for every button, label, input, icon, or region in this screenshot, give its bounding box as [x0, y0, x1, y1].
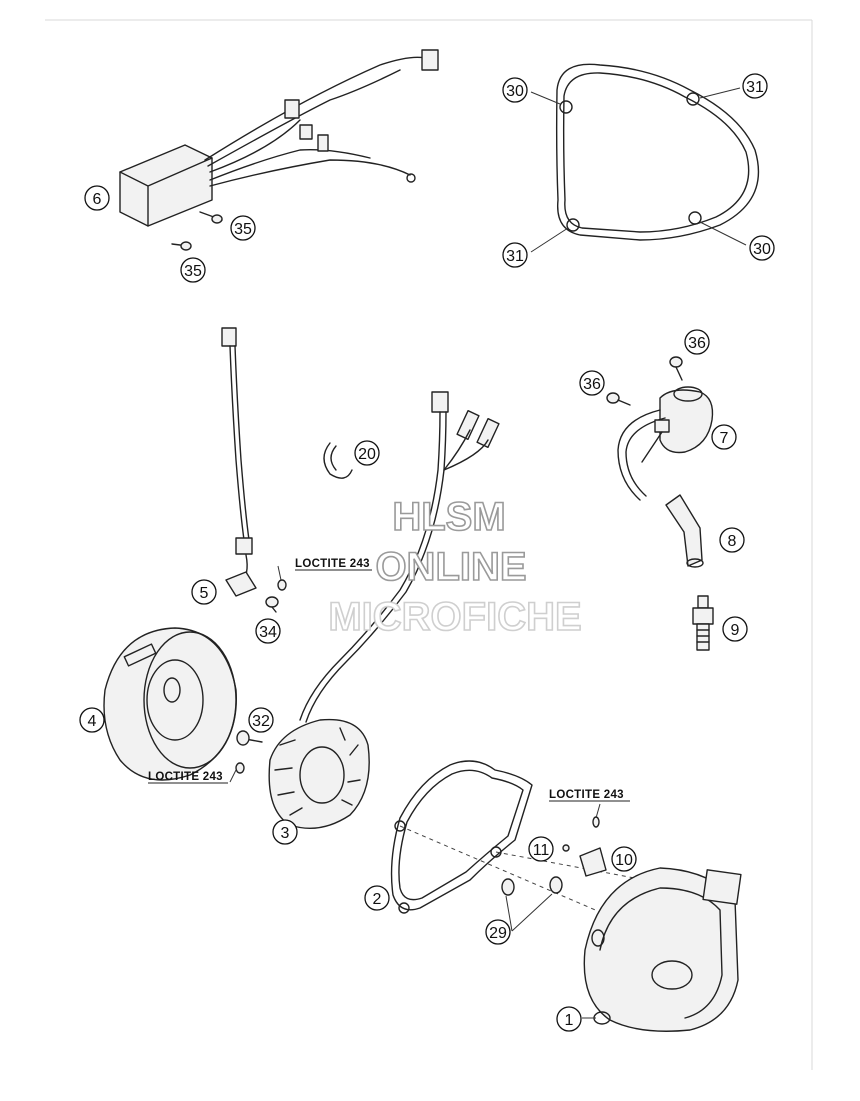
- alignment-line-b: [495, 851, 646, 881]
- spark-plug-part: [692, 595, 714, 651]
- leader-30b: [699, 221, 747, 246]
- callout-35-lower: 35: [180, 257, 206, 283]
- callout-35-upper: 35: [230, 215, 256, 241]
- callout-11: 11: [528, 836, 554, 862]
- callout-3: 3: [272, 819, 298, 845]
- cover-gasket-part: [390, 760, 533, 914]
- callout-8: 8: [719, 527, 745, 553]
- callout-7: 7: [711, 424, 737, 450]
- svg-text:34: 34: [259, 624, 277, 641]
- svg-text:5: 5: [200, 585, 209, 602]
- callout-31-top: 31: [742, 73, 768, 99]
- svg-text:4: 4: [88, 713, 97, 730]
- leader-29-b: [511, 893, 553, 932]
- clamp-part: [323, 442, 353, 479]
- svg-text:35: 35: [184, 263, 202, 280]
- screw-36-left: [606, 392, 631, 406]
- screw-35-lower: [171, 241, 192, 251]
- pickup-sensor-part: [221, 327, 257, 597]
- svg-text:30: 30: [753, 241, 771, 258]
- svg-text:1: 1: [565, 1012, 574, 1029]
- svg-text:30: 30: [506, 83, 524, 100]
- callout-32: 32: [248, 707, 274, 733]
- screw-32: [235, 730, 263, 774]
- callout-36-right: 36: [684, 329, 710, 355]
- bracket-10: [579, 847, 607, 877]
- leader-31a: [699, 87, 741, 99]
- svg-text:10: 10: [615, 852, 633, 869]
- watermark-line-3: MICROFICHE: [328, 595, 581, 639]
- svg-text:35: 35: [234, 221, 252, 238]
- leader-loctite-a: [229, 769, 237, 783]
- dowel-pins: [501, 876, 563, 896]
- ignition-cover-part: [583, 867, 742, 1032]
- svg-text:3: 3: [281, 825, 290, 842]
- screw-11: [562, 816, 600, 852]
- callout-31-bottom: 31: [502, 242, 528, 268]
- svg-text:8: 8: [728, 533, 737, 550]
- svg-text:2: 2: [373, 891, 382, 908]
- screw-34: [265, 579, 287, 613]
- leader-30a: [530, 91, 561, 105]
- svg-text:6: 6: [93, 191, 102, 208]
- svg-text:9: 9: [731, 622, 740, 639]
- svg-text:7: 7: [720, 430, 729, 447]
- callout-4: 4: [79, 707, 105, 733]
- callout-10: 10: [611, 846, 637, 872]
- leader-loctite-c: [595, 803, 601, 819]
- callout-1: 1: [556, 1006, 582, 1032]
- callout-34: 34: [255, 618, 281, 644]
- spark-plug-cap-part: [665, 494, 704, 568]
- loctite-label-left: LOCTITE 243: [148, 771, 223, 783]
- svg-text:29: 29: [489, 925, 507, 942]
- svg-text:31: 31: [506, 248, 524, 265]
- svg-text:11: 11: [533, 842, 550, 859]
- ignition-coil-part: [617, 386, 714, 501]
- watermark-line-1: HLSM: [392, 495, 505, 539]
- alignment-line-a: [399, 825, 601, 913]
- svg-text:20: 20: [358, 446, 376, 463]
- callout-30-bottom: 30: [749, 235, 775, 261]
- leader-31b: [530, 227, 569, 253]
- callout-29: 29: [485, 919, 511, 945]
- svg-text:31: 31: [746, 79, 764, 96]
- leader-loctite-b: [277, 565, 282, 581]
- leader-29-a: [505, 895, 513, 932]
- svg-text:36: 36: [583, 376, 601, 393]
- screw-36-right: [669, 356, 683, 381]
- callout-2: 2: [364, 885, 390, 911]
- watermark-line-2: ONLINE: [375, 545, 526, 589]
- flywheel-part: [103, 627, 237, 781]
- callout-20: 20: [354, 440, 380, 466]
- screw-35-upper: [199, 211, 223, 224]
- loctite-label-right: LOCTITE 243: [549, 789, 624, 801]
- callout-9: 9: [722, 616, 748, 642]
- callout-30-top: 30: [502, 77, 528, 103]
- callout-6: 6: [84, 185, 110, 211]
- cdi-unit-part: [119, 49, 439, 227]
- callout-36-left: 36: [579, 370, 605, 396]
- stator-part: [268, 391, 500, 830]
- loctite-label-upper: LOCTITE 243: [295, 558, 370, 570]
- gasket-part: [555, 63, 760, 241]
- callout-5: 5: [191, 579, 217, 605]
- svg-text:32: 32: [252, 713, 270, 730]
- svg-text:36: 36: [688, 335, 706, 352]
